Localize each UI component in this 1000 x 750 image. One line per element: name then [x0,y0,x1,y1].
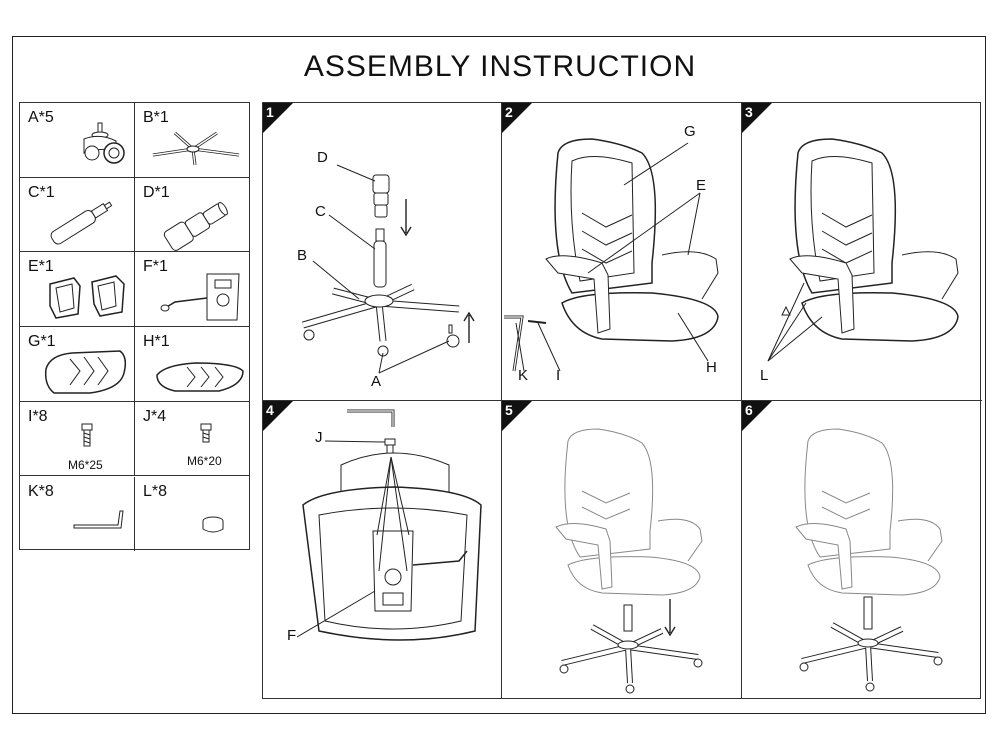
part-label: K*8 [28,482,54,500]
part-cell-h: H*1 [135,327,250,402]
part-cell-a: A*5 [20,103,135,178]
callout-h: H [706,359,717,376]
part-label: A*5 [28,109,54,126]
part-cell-l: L*8 [135,477,250,552]
step-number-badge: 3 [742,103,772,133]
gas-lift-cover-icon [163,201,228,251]
backrest-icon [44,350,127,394]
step-2-drawing [504,138,719,372]
part-label: I*8 [28,407,48,425]
page-title: ASSEMBLY INSTRUCTION [303,50,697,83]
bolt-icon [81,423,93,447]
step-6-drawing [795,428,943,692]
step-number-badge: 4 [263,401,293,431]
caster-wheel-icon [83,122,125,164]
bolt-spec: M6*25 [68,457,103,472]
step-3: 3 L [742,103,982,401]
gas-lift-icon [50,201,113,245]
step-2: 2 G E K I H [502,103,742,401]
callout-k: K [518,367,529,384]
part-cell-i: I*8 M6*25 [20,401,135,477]
part-label: D*1 [143,183,170,201]
part-label: C*1 [28,183,55,201]
part-label: H*1 [143,333,170,351]
part-label: B*1 [143,109,169,126]
callout-l: L [760,367,769,384]
part-cell-f: F*1 [135,252,250,328]
callout-g: G [684,123,696,140]
page-frame [12,36,986,714]
part-cell-d: D*1 [135,178,250,253]
part-label: E*1 [28,258,54,276]
step-5: 5 [502,401,742,698]
seat-cushion-icon [156,362,244,392]
part-label: G*1 [28,333,56,351]
callout-d: D [317,149,328,166]
part-cell-j: J*4 M6*20 [135,402,250,477]
allen-key-icon [73,510,124,528]
star-base-icon [152,131,240,166]
step-number-badge: 6 [742,401,772,431]
bolt-icon [200,423,212,443]
bolt-spec: M6*20 [187,453,222,468]
step-5-drawing [555,428,703,694]
callout-i: I [556,367,561,384]
step-number-badge: 5 [502,401,532,431]
part-cell-c: C*1 [20,177,135,253]
callout-b: B [297,247,308,264]
step-6: 6 [742,401,982,698]
parts-list: A*5 B*1 C*1 D*1 [19,102,250,552]
part-cell-b: B*1 [135,103,250,178]
part-label: J*4 [143,407,167,425]
step-1: 1 [263,103,502,401]
step-3-drawing [767,138,959,362]
cap-icon [202,516,224,532]
steps-grid: 1 [262,102,982,699]
step-4: 4 J F [263,401,502,698]
part-cell-k: K*8 [20,476,135,552]
armrest-icon [49,275,125,320]
part-cell-g: G*1 [20,327,135,402]
callout-j: J [315,429,323,446]
step-1-drawing [302,164,475,374]
mechanism-plate-icon [160,273,240,321]
callout-f: F [287,627,297,644]
callout-c: C [315,203,326,220]
step-number-badge: 2 [502,103,532,133]
step-4-drawing [296,409,482,641]
part-cell-e: E*1 [20,252,135,328]
step-number-badge: 1 [263,103,293,133]
part-label: L*8 [143,482,168,500]
callout-a: A [371,373,382,390]
callout-e: E [696,177,707,194]
part-label: F*1 [143,258,168,276]
